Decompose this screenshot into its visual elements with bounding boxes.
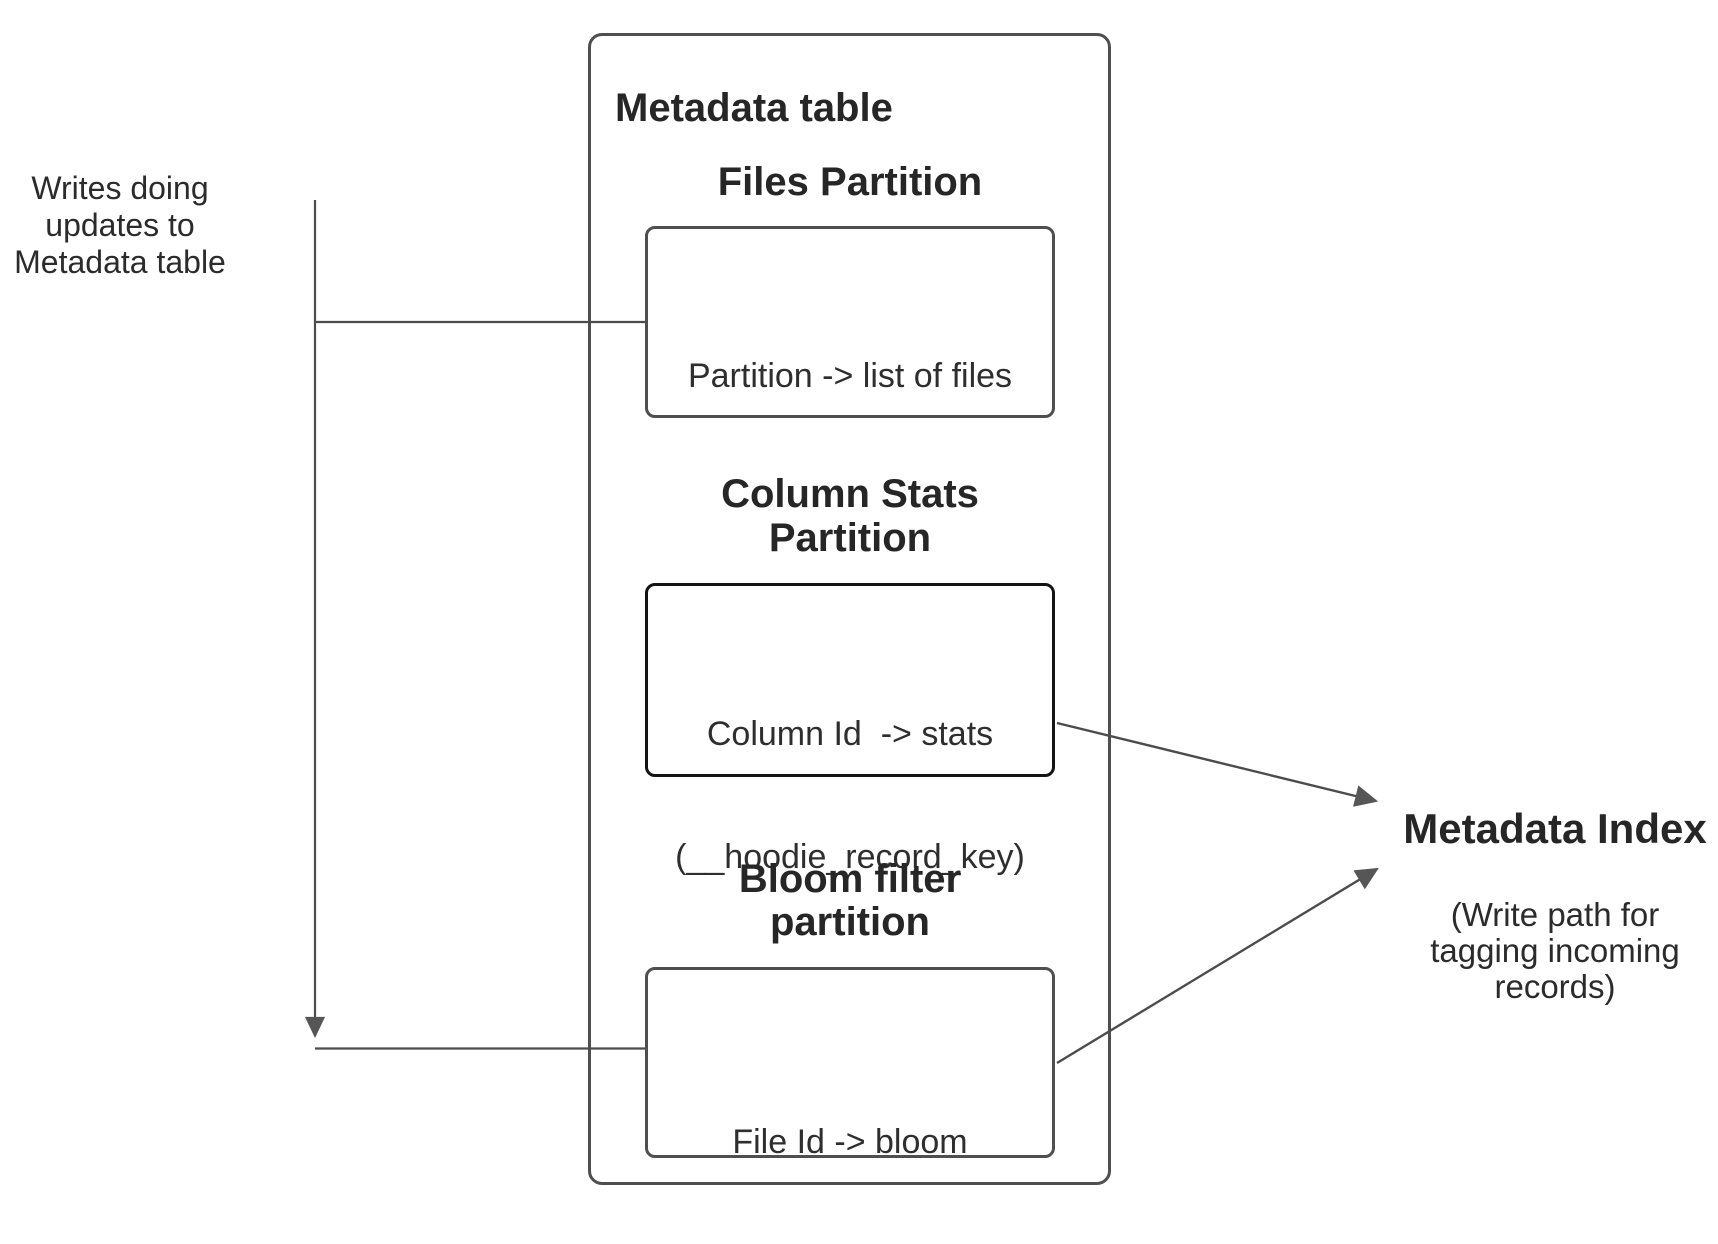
column-stats-heading-line: Partition (768, 516, 932, 560)
bloom-filter-heading-line: Bloom filter (738, 857, 962, 901)
bloom-filter-heading-line: partition (770, 900, 930, 944)
column-stats-text-line: (__hoodie_record_key) (675, 838, 1025, 876)
column-stats-heading-line: Column Stats (721, 472, 979, 516)
writes-note-line: updates to (45, 207, 195, 243)
writes-note-line: Writes doing (31, 170, 209, 206)
files-partition-text-line: Partition -> list of files (687, 357, 1013, 395)
bloom-filter-partition-text: File Id -> bloom (645, 1042, 1055, 1242)
metadata-index-caption-line: (Write path for (1450, 896, 1660, 933)
metadata-index-title: Metadata Index (1403, 805, 1707, 852)
column-stats-partition-text: Column Id -> stats (__hoodie_record_key) (645, 632, 1055, 960)
metadata-index-caption-line: records) (1494, 968, 1616, 1005)
writes-note-line: Metadata table (14, 244, 226, 280)
files-partition-box (645, 226, 1055, 418)
column-stats-partition-heading: Column Stats Partition (645, 472, 1055, 560)
metadata-index-caption: (Write path for tagging incoming records… (1405, 897, 1705, 1005)
column-stats-partition-box (645, 583, 1055, 777)
files-partition-heading-line: Files Partition (717, 160, 983, 204)
bloom-filter-partition-box (645, 967, 1055, 1158)
metadata-table-container (588, 33, 1111, 1185)
bloom-filter-partition-heading: Bloom filter partition (645, 858, 1055, 944)
bloom-filter-text-line: File Id -> bloom (732, 1123, 968, 1161)
column-stats-text-line: Column Id -> stats (706, 715, 994, 753)
writes-note: Writes doing updates to Metadata table (10, 170, 230, 281)
metadata-table-title: Metadata table (615, 86, 893, 130)
metadata-index-caption-line: tagging incoming (1430, 932, 1680, 969)
files-partition-heading: Files Partition (645, 159, 1055, 205)
files-partition-text: Partition -> list of files (645, 276, 1055, 476)
